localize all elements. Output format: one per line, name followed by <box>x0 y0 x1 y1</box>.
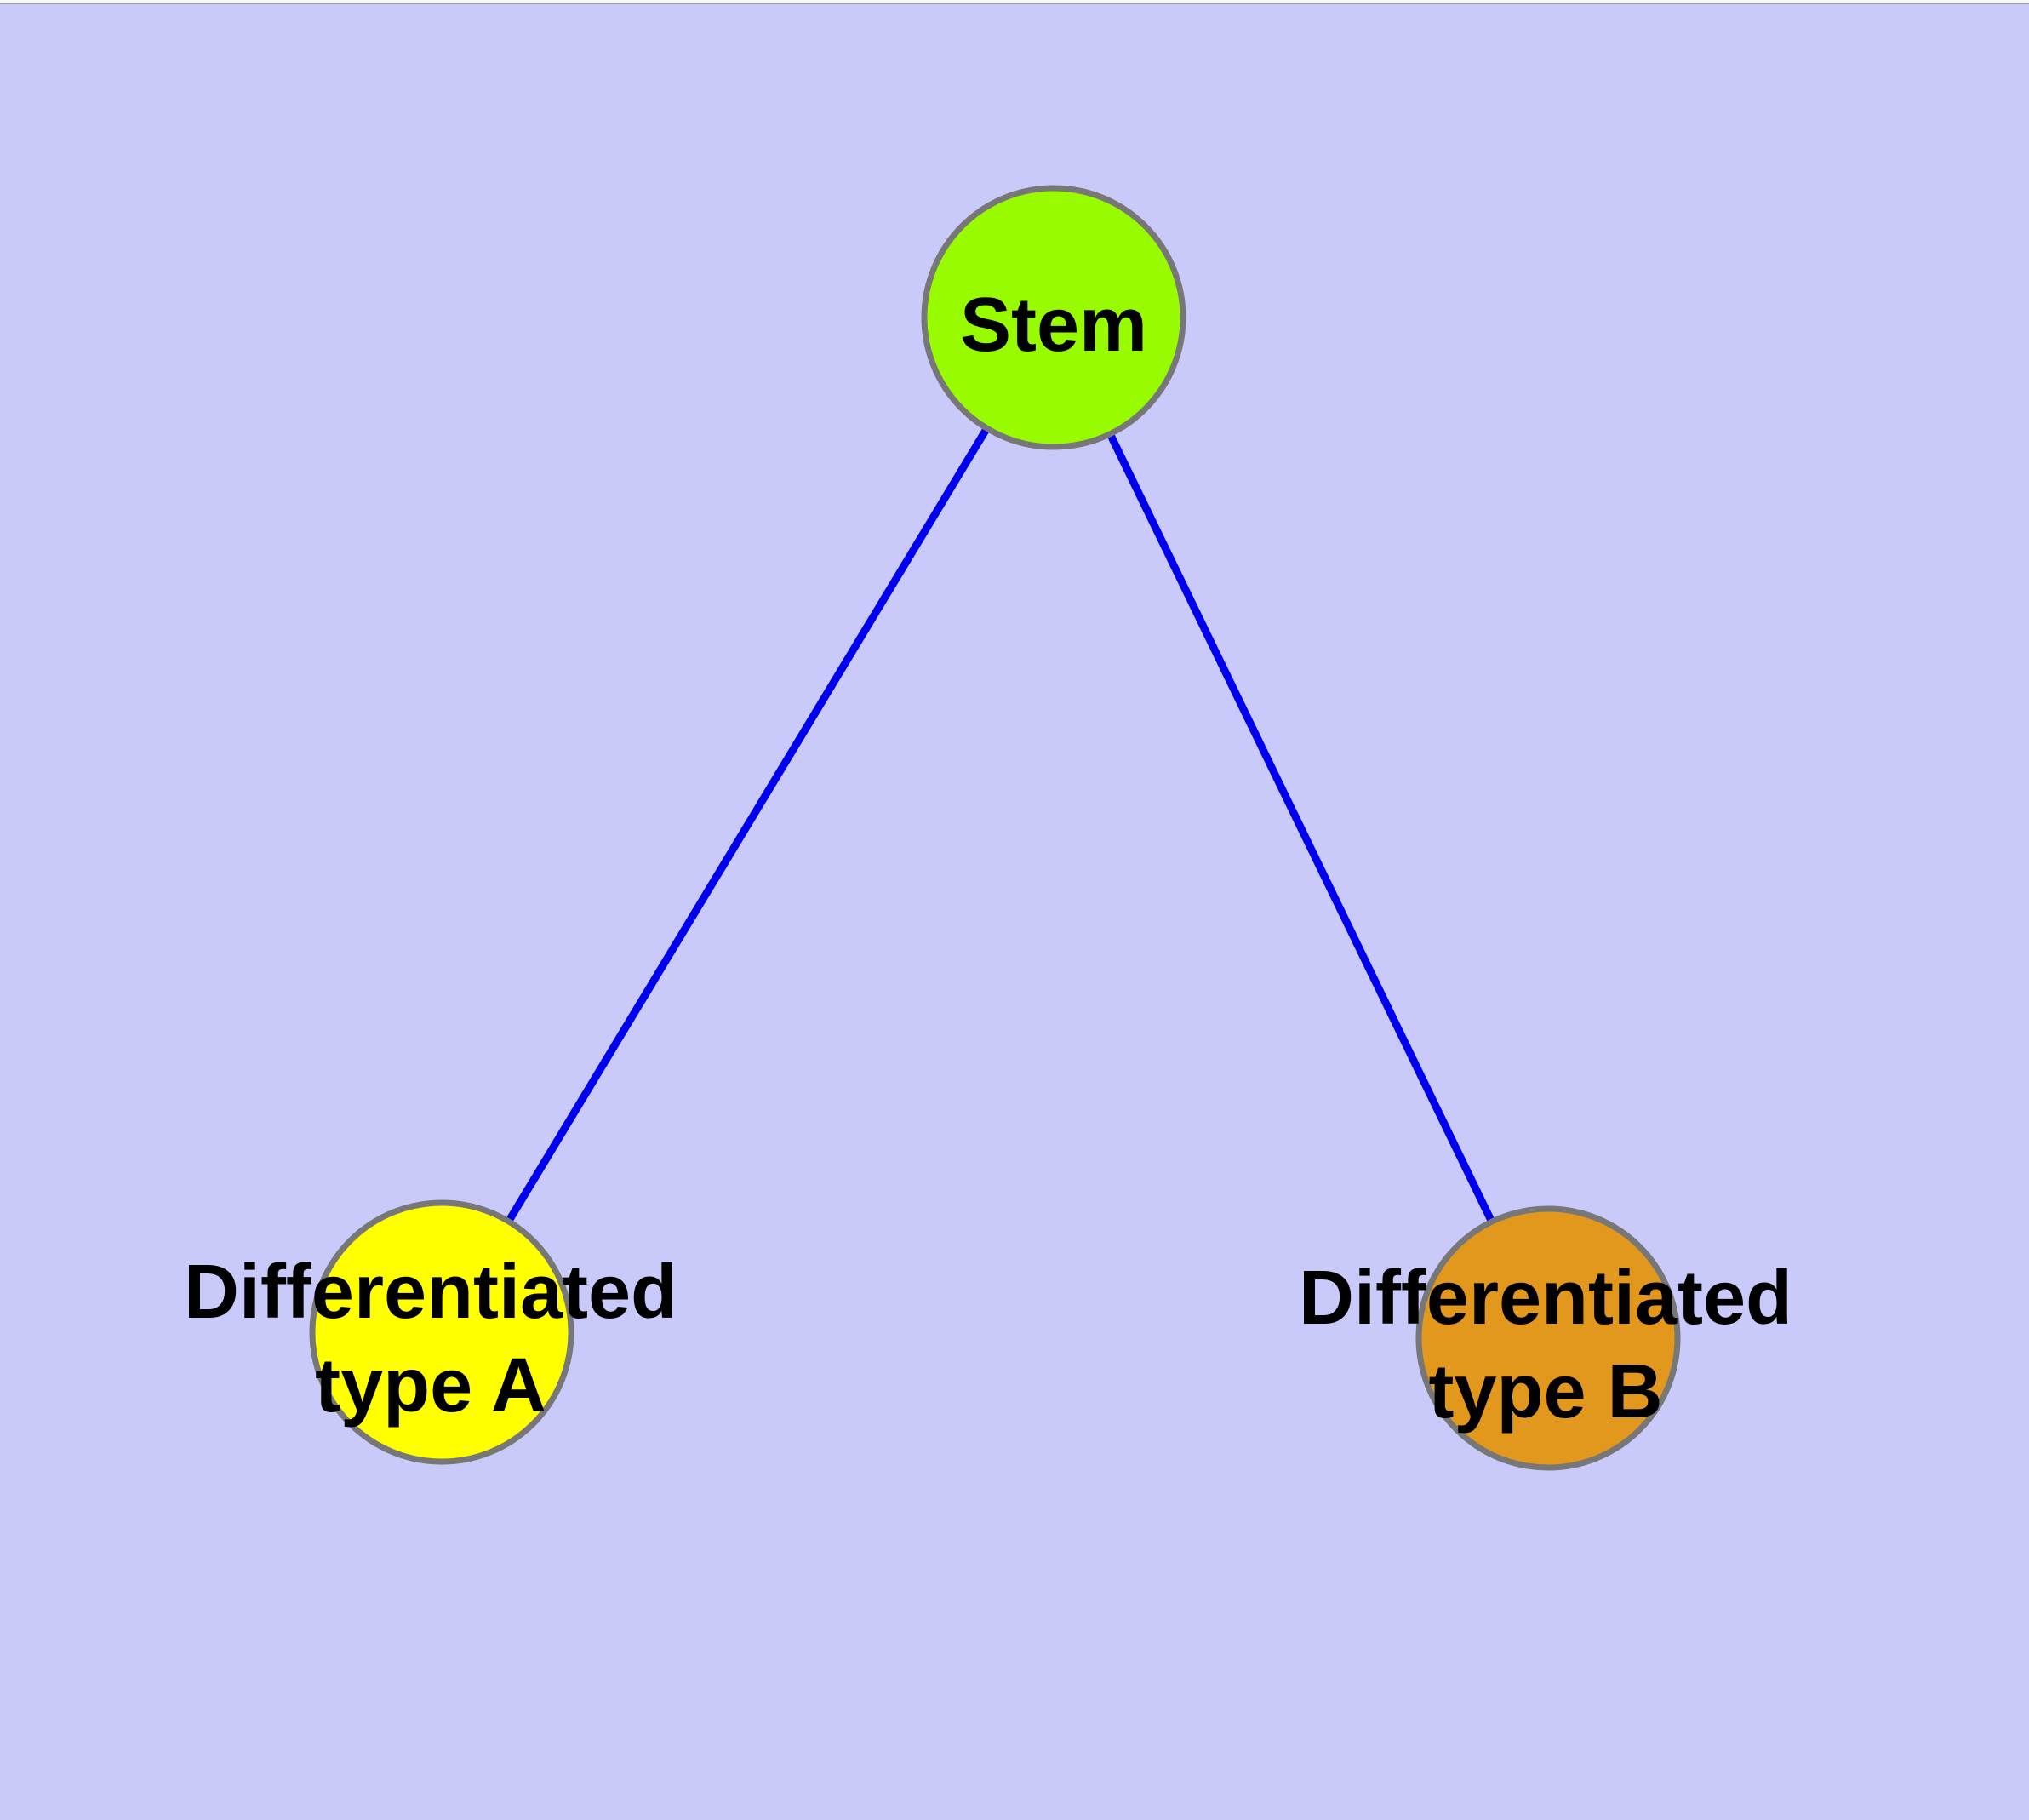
node-type-a-label-line1: Differentiated <box>184 1250 677 1335</box>
node-type-b-label-line2: type B <box>1428 1349 1662 1434</box>
window-top-edge-line <box>0 3 2029 4</box>
edge-stem-to-type-b <box>1049 316 1552 1340</box>
node-type-a-label-line2: type A <box>315 1343 546 1428</box>
window-top-edge <box>0 0 2029 3</box>
node-stem-label: Stem <box>960 283 1147 368</box>
node-type-a-circle <box>309 1199 574 1465</box>
node-type-b-label-line1: Differentiated <box>1299 1256 1792 1341</box>
node-type-b-circle <box>1415 1205 1681 1471</box>
node-stem-circle <box>921 185 1186 450</box>
edge-stem-to-type-a <box>438 315 1057 1335</box>
